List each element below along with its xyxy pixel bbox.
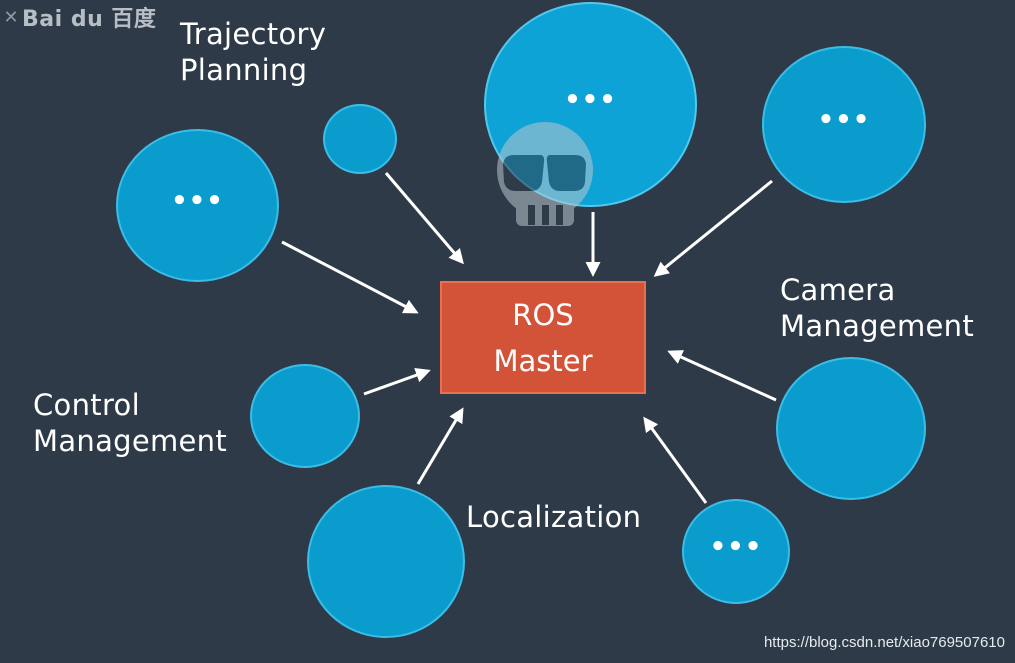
control-management-label: Control Management <box>33 387 227 459</box>
baidu-watermark: ✕ Bai du 百度 <box>0 2 157 33</box>
arrow-camera-to-master <box>667 350 777 402</box>
ros-master-box: ROS Master <box>440 281 646 394</box>
arrow-top-right-node-to-master <box>653 179 773 277</box>
trajectory-planning-label: Trajectory Planning <box>180 16 326 88</box>
camera-management-node <box>776 357 926 500</box>
master-label-line2: Master <box>493 343 593 378</box>
arrow-localization-to-master <box>416 407 464 485</box>
trajectory-label-line1: Trajectory <box>180 17 327 51</box>
bottom-right-node: ••• <box>682 499 790 604</box>
arrow-bottom-right-node-to-master <box>643 416 708 504</box>
camera-label-line2: Management <box>780 309 975 343</box>
close-icon: ✕ <box>3 6 19 28</box>
arrow-control-to-master <box>363 368 431 396</box>
trajectory-label-line2: Planning <box>180 53 308 87</box>
control-label-line1: Control <box>33 388 140 422</box>
camera-management-label: Camera Management <box>780 272 974 344</box>
control-management-node <box>250 364 360 468</box>
source-url-watermark: https://blog.csdn.net/xiao769507610 <box>763 634 1005 651</box>
trajectory-planning-node <box>323 104 397 174</box>
localization-node <box>307 485 465 638</box>
baidu-logo-text: Bai du 百度 <box>22 7 157 32</box>
master-label-line1: ROS <box>512 297 574 332</box>
localization-label: Localization <box>466 500 642 534</box>
arrow-trajectory-to-master <box>384 172 464 265</box>
left-node: ••• <box>116 129 279 282</box>
camera-label-line1: Camera <box>780 273 896 307</box>
ellipsis-icon: ••• <box>817 104 871 135</box>
ellipsis-icon: ••• <box>709 531 763 562</box>
arrow-left-node-to-master <box>281 240 419 314</box>
ellipsis-icon: ••• <box>171 185 224 216</box>
top-right-node: ••• <box>762 46 926 203</box>
ellipsis-icon: ••• <box>564 84 617 115</box>
control-label-line2: Management <box>33 424 228 458</box>
